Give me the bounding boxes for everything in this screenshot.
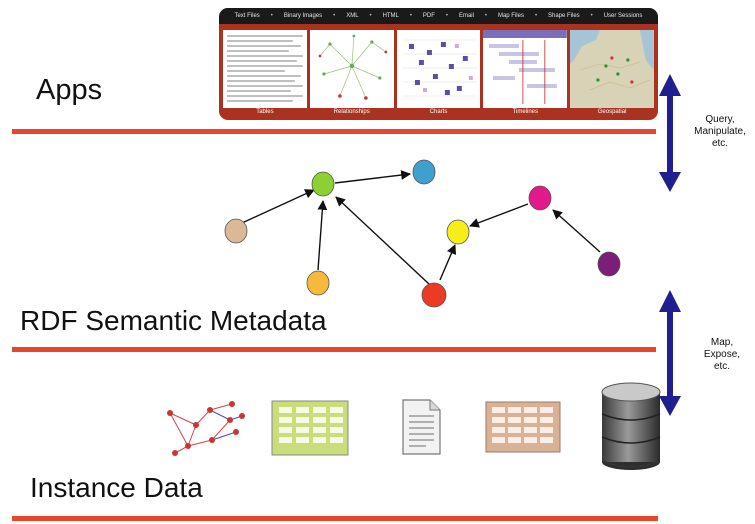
edge-pink-yellow — [469, 203, 529, 228]
geospatial-thumbnail — [570, 30, 654, 108]
spreadsheet-tan-icon — [485, 401, 561, 453]
node-purple — [597, 251, 621, 277]
view-caption: Timelines — [512, 109, 539, 115]
charts-thumbnail — [396, 30, 481, 108]
edge-orange-green — [317, 200, 328, 271]
node-tan — [224, 218, 248, 244]
edge-red-yellow — [439, 244, 457, 281]
file-type: Map Files — [497, 13, 524, 19]
metadata-divider — [12, 347, 656, 352]
instance-layer-title: Instance Data — [30, 472, 203, 503]
apps-panel: Text Files• Binary Images• XML• HTML• PD… — [219, 8, 658, 120]
graph-edges — [241, 170, 601, 285]
file-type: Shape Files — [548, 13, 580, 19]
file-type: User Sessions — [603, 13, 643, 19]
database-icon — [601, 382, 661, 470]
tables-thumbnail — [223, 30, 307, 108]
metadata-layer-title: RDF Semantic Metadata — [20, 305, 327, 336]
relationships-thumbnail — [309, 30, 394, 108]
file-type: HTML — [382, 13, 399, 19]
network-graph-icon — [167, 401, 245, 456]
file-type-bar: Text Files• Binary Images• XML• HTML• PD… — [219, 8, 658, 24]
lower-double-arrow — [659, 290, 681, 416]
node-yellow — [446, 219, 470, 245]
file-type: Text Files — [234, 13, 260, 19]
timelines-thumbnail — [483, 30, 568, 108]
spreadsheet-green-icon — [271, 400, 349, 456]
view-caption: Charts — [429, 109, 448, 115]
map-note: Map, Expose, etc. — [703, 337, 741, 372]
view-caption: Tables — [256, 109, 274, 115]
file-type: PDF — [422, 13, 435, 19]
graph-nodes — [224, 159, 621, 308]
document-icon — [402, 399, 441, 455]
file-type: Email — [458, 13, 474, 19]
node-orange — [306, 270, 330, 296]
query-note: Query, Manipulate, etc. — [694, 114, 746, 149]
view-captions: Tables Relationships Charts Timelines Ge… — [223, 109, 654, 119]
apps-divider — [12, 129, 656, 134]
edge-green-blue — [334, 170, 411, 184]
node-blue — [412, 159, 436, 185]
apps-layer-title: Apps — [36, 74, 103, 106]
node-red — [421, 282, 447, 308]
upper-double-arrow — [659, 74, 681, 192]
node-pink — [528, 185, 552, 211]
file-type: XML — [346, 13, 359, 19]
edge-purple-pink — [552, 209, 601, 253]
instance-divider — [12, 516, 658, 521]
view-caption: Geospatial — [597, 109, 627, 115]
file-type: Binary Images — [283, 13, 323, 19]
edge-red-green — [335, 196, 430, 285]
view-caption: Relationships — [333, 109, 370, 115]
node-green — [311, 171, 335, 197]
edge-tan-green — [241, 189, 315, 224]
